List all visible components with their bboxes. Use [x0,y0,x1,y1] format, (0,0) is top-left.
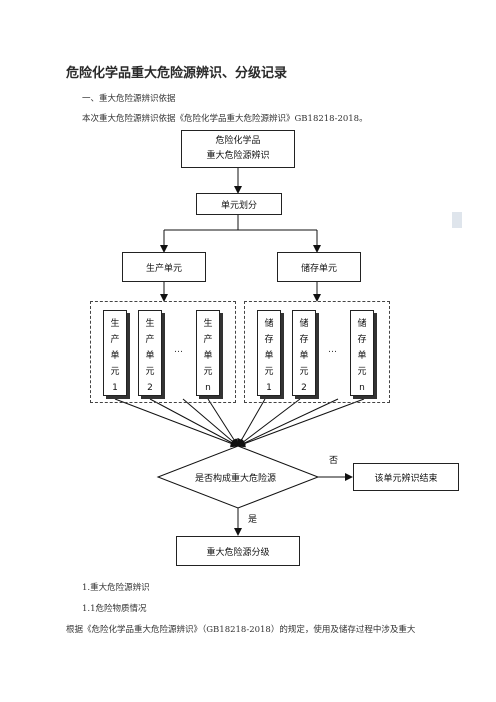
basis-text: 本次重大危险源辨识依据《危险化学品重大危险源辨识》GB18218-2018。 [82,114,368,124]
production-unit-box: 生产单元 [122,252,206,282]
storage-ellipsis: … [328,345,337,355]
yes-label: 是 [248,515,258,525]
document-title: 危险化学品重大危险源辨识、分级记录 [66,66,288,81]
start-box: 危险化学品 重大危险源辨识 [181,130,295,168]
production-units-group [90,301,236,403]
body-paragraph: 根据《危险化学品重大危险源辨识》（GB18218-2018）的规定，使用及储存过… [66,625,416,635]
section-heading: 一、重大危险源辨识依据 [82,94,176,104]
grading-box: 重大危险源分级 [176,536,300,566]
heading-1: 1.重大危险源辨识 [82,583,150,593]
no-label: 否 [329,456,339,466]
production-ellipsis: … [174,345,183,355]
storage-units-group [244,301,390,403]
start-box-line2: 重大危险源辨识 [206,151,270,161]
unit-division-box: 单元划分 [196,193,282,215]
decision-label: 是否构成重大危险源 [195,474,277,484]
storage-unit-box: 储存单元 [277,252,361,282]
side-marker [452,212,462,228]
heading-1-1: 1.1危险物质情况 [82,604,147,614]
start-box-line1: 危险化学品 [215,136,261,146]
end-box: 该单元辨识结束 [353,463,459,491]
